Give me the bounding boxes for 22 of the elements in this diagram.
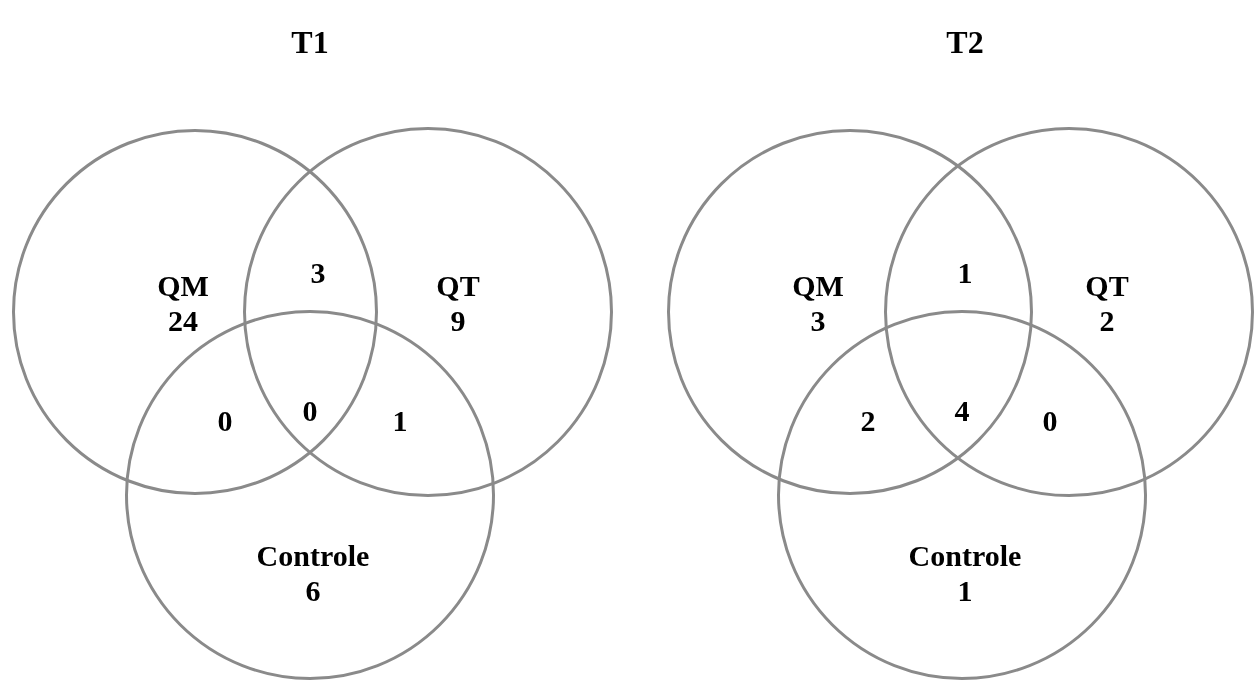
- diagram-heading: T1: [291, 23, 329, 62]
- overlap-count: 2: [860, 402, 876, 439]
- set-name: QT: [1085, 268, 1129, 303]
- set-name: QM: [157, 268, 209, 303]
- overlap-count: 1: [957, 254, 973, 291]
- diagram-heading: T2: [946, 23, 984, 62]
- overlap-count: 0: [217, 402, 233, 439]
- set-count: 24: [168, 303, 198, 338]
- set-count: 2: [1099, 303, 1115, 338]
- overlap-count: 1: [392, 402, 408, 439]
- set-count: 9: [450, 303, 466, 338]
- set-name: QT: [436, 268, 480, 303]
- overlap-count: 4: [954, 392, 970, 429]
- set-name: Controle: [908, 538, 1022, 573]
- set-count: 6: [305, 573, 321, 608]
- set-name: Controle: [256, 538, 370, 573]
- set-count: 1: [957, 573, 973, 608]
- overlap-count: 0: [302, 392, 318, 429]
- overlap-count: 0: [1042, 402, 1058, 439]
- overlap-count: 3: [310, 254, 326, 291]
- set-name: QM: [792, 268, 844, 303]
- set-count: 3: [810, 303, 826, 338]
